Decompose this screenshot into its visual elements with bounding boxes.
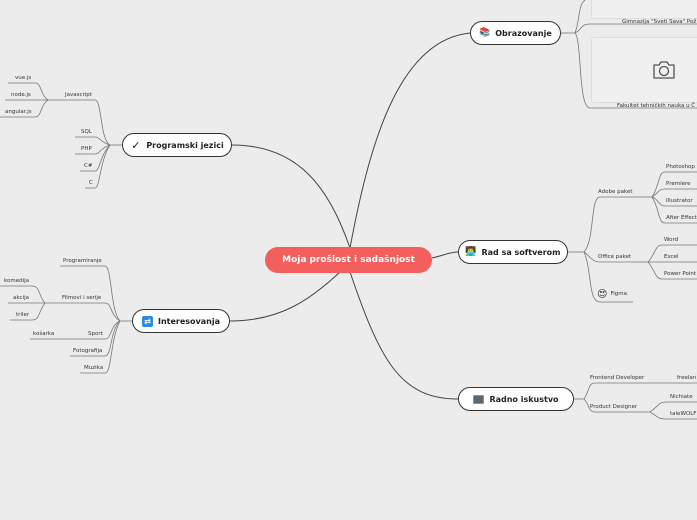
repeat-icon: ⇄ bbox=[142, 315, 153, 327]
monitor-icon bbox=[473, 394, 485, 405]
subtopic-triler[interactable]: triler bbox=[16, 312, 30, 318]
subtopic-product-designer[interactable]: Product Designer bbox=[590, 404, 638, 410]
subtopic-sql[interactable]: SQL bbox=[81, 129, 92, 135]
subtopic-illustrator[interactable]: Illustrator bbox=[666, 198, 693, 204]
topic-label: Programski jezici bbox=[146, 140, 224, 150]
subtopic-javascript[interactable]: Javascript bbox=[65, 92, 92, 98]
subtopic-php[interactable]: PHP bbox=[81, 146, 92, 152]
subtopic-word[interactable]: Word bbox=[664, 237, 679, 243]
image-placeholder-fakultet[interactable] bbox=[591, 37, 697, 103]
subtopic-gimnazija[interactable]: Gimnazija "Sveti Sava" Pož bbox=[622, 19, 697, 25]
camera-icon bbox=[653, 61, 675, 79]
topic-rad-sa-softverom[interactable]: 👨‍💻 Rad sa softverom bbox=[458, 240, 568, 264]
subtopic-talewolf[interactable]: taleWOLF bbox=[670, 411, 697, 417]
subtopic-nichiate[interactable]: Nichiate bbox=[670, 394, 693, 400]
subtopic-muzika[interactable]: Muzika bbox=[84, 365, 104, 371]
topic-radno-iskustvo[interactable]: Radno iskustvo bbox=[458, 387, 574, 411]
subtopic-figma-label: Figma bbox=[610, 291, 627, 297]
subtopic-programiranje[interactable]: Programiranje bbox=[63, 258, 102, 264]
subtopic-power-point[interactable]: Power Point bbox=[664, 271, 697, 277]
subtopic-frontend-developer[interactable]: Frontend Developer bbox=[590, 375, 645, 381]
image-placeholder-gimnazija[interactable] bbox=[591, 0, 697, 19]
subtopic-filmovi-i-serije[interactable]: Filmovi i serije bbox=[62, 295, 102, 301]
subtopic-office-paket[interactable]: Office paket bbox=[598, 254, 632, 260]
subtopic-kosarka[interactable]: košarka bbox=[33, 331, 55, 337]
topic-label: Rad sa softverom bbox=[481, 247, 561, 257]
subtopic-nodejs[interactable]: node.js bbox=[11, 92, 31, 98]
topic-label: Obrazovanje bbox=[495, 28, 552, 38]
subtopic-csharp[interactable]: C# bbox=[84, 163, 93, 169]
subtopic-adobe-paket[interactable]: Adobe paket bbox=[598, 189, 633, 195]
central-topic[interactable]: Moja prošlost i sadašnjost bbox=[265, 247, 432, 273]
subtopic-sport[interactable]: Sport bbox=[88, 331, 103, 337]
subtopic-after-effects[interactable]: After Effects bbox=[666, 215, 697, 221]
topic-programski-jezici[interactable]: ✓ Programski jezici bbox=[122, 133, 232, 157]
topic-label: Radno iskustvo bbox=[489, 394, 559, 404]
subtopic-komedija[interactable]: komedija bbox=[4, 278, 30, 284]
subtopic-vuejs[interactable]: vue.js bbox=[15, 75, 32, 81]
topic-label: Interesovanja bbox=[158, 316, 220, 326]
subtopic-c[interactable]: C bbox=[89, 180, 93, 186]
subtopic-freelance[interactable]: freelan bbox=[677, 375, 697, 381]
subtopic-premiere[interactable]: Premiere bbox=[666, 181, 691, 187]
subtopic-excel[interactable]: Excel bbox=[664, 254, 679, 260]
topic-interesovanja[interactable]: ⇄ Interesovanja bbox=[132, 309, 230, 333]
central-topic-label: Moja prošlost i sadašnjost bbox=[282, 255, 415, 265]
person-at-computer-icon: 👨‍💻 bbox=[465, 246, 477, 257]
topic-obrazovanje[interactable]: 📚 Obrazovanje bbox=[470, 21, 561, 45]
subtopic-fotografija[interactable]: Fotografija bbox=[73, 348, 103, 354]
subtopic-fakultet[interactable]: Fakultet tehničkih nauka u Č bbox=[617, 103, 696, 109]
heart-eyes-emoji-icon: 😍 bbox=[597, 289, 608, 300]
subtopic-photoshop[interactable]: Photoshop bbox=[666, 164, 695, 170]
books-icon: 📚 bbox=[479, 27, 491, 38]
checkmark-icon: ✓ bbox=[131, 138, 141, 152]
subtopic-akcija[interactable]: akcija bbox=[13, 295, 30, 301]
subtopic-figma[interactable]: 😍 Figma bbox=[597, 289, 627, 300]
subtopic-angularjs[interactable]: angular.js bbox=[5, 109, 32, 115]
